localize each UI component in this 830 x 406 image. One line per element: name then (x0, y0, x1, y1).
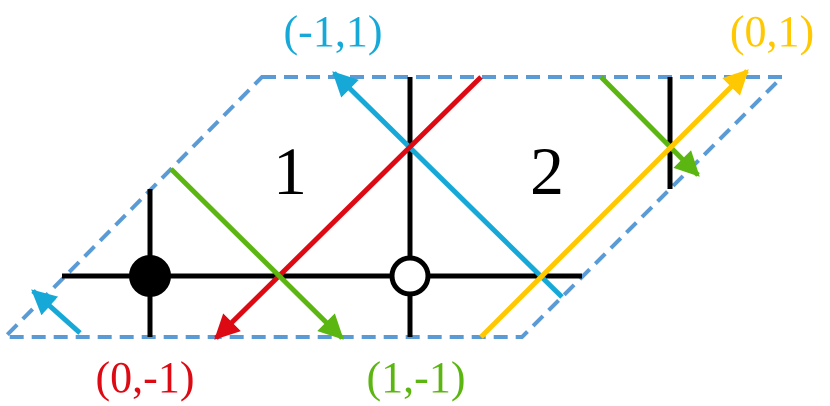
blue-arrow-main (332, 71, 564, 299)
region-label-two: 2 (530, 133, 564, 209)
label-zero-one: (0,1) (730, 7, 814, 56)
unit-cell-boundary (0, 75, 787, 339)
blue-arrow-short (31, 289, 82, 335)
region-label-one: 1 (273, 133, 307, 209)
filled-site (129, 255, 171, 297)
green-arrow-main (169, 167, 344, 340)
label-zero-minus-one: (0,-1) (96, 353, 195, 402)
label-one-minus-one: (1,-1) (367, 353, 466, 402)
direction-arrows (31, 69, 749, 340)
label-minus-one-one: (-1,1) (284, 7, 383, 56)
lattice-lines (62, 77, 673, 337)
green-arrow-short (599, 75, 700, 177)
red-arrow (214, 75, 483, 340)
yellow-arrow (479, 69, 749, 339)
open-site (389, 255, 431, 297)
